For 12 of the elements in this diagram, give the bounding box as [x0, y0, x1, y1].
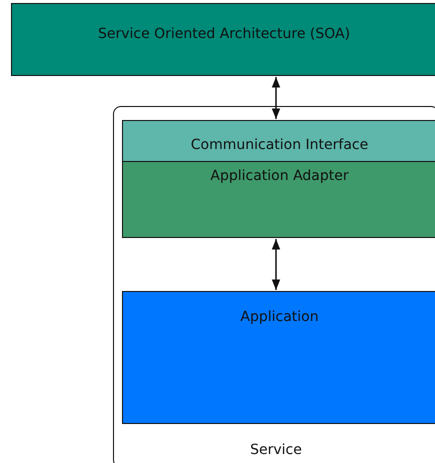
application-box — [122, 290, 435, 424]
node-label: Service — [249, 442, 303, 458]
service-container — [113, 106, 435, 463]
node-label: Application Adapter — [209, 168, 350, 184]
adapter-box — [122, 160, 435, 238]
node-label: Application — [239, 308, 320, 324]
double-arrow — [272, 239, 280, 290]
interface-box — [122, 120, 435, 162]
architecture-box — [11, 3, 435, 76]
double-arrow — [272, 77, 280, 119]
node-label: Service Oriented Architecture (SOA) — [96, 26, 352, 42]
node-label: Communication Interface — [190, 136, 370, 152]
